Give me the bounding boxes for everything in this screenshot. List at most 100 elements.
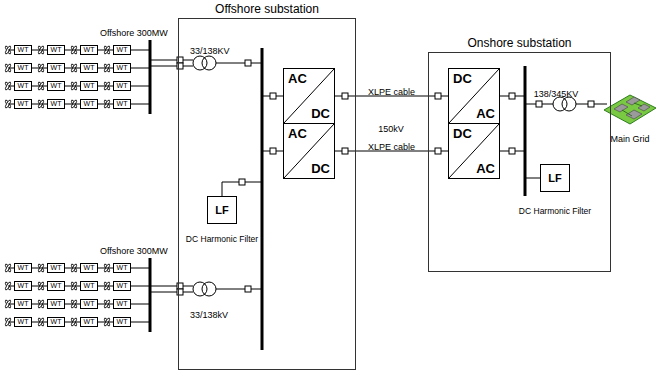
turbine-label: WT	[18, 264, 29, 272]
breaker-symbol	[245, 60, 251, 66]
turbine-label: WT	[84, 100, 95, 108]
array-cable	[98, 68, 113, 69]
transformer-symbol	[553, 97, 567, 111]
transformer-rating: 138/345KV	[534, 89, 579, 99]
turbine-box: WT	[80, 263, 98, 273]
array-cable	[32, 304, 47, 305]
turbine-box: WT	[80, 281, 98, 291]
label-holder: Offshore 300MW	[100, 240, 168, 258]
filter-box: LF	[540, 164, 570, 192]
grid-block	[614, 104, 628, 112]
turbine-label: WT	[117, 318, 128, 326]
turbine-box: WT	[113, 63, 131, 73]
feeder-line	[216, 289, 262, 290]
turbine-box: WT	[14, 299, 32, 309]
turbine-label: WT	[51, 46, 62, 54]
array-cable	[98, 104, 113, 105]
turbine-label: WT	[51, 100, 62, 108]
converter-diagonal-line	[449, 124, 499, 178]
breaker-symbol	[342, 93, 348, 99]
array-cable	[65, 50, 80, 51]
filter-caption: DC Harmonic Filter	[186, 234, 258, 244]
grid-trace	[622, 110, 632, 116]
turbine-box: WT	[47, 317, 65, 327]
turbine-label: WT	[18, 46, 29, 54]
turbine-box: WT	[80, 81, 98, 91]
row-feeder	[131, 50, 150, 51]
grid-block	[626, 97, 640, 105]
turbine-label: WT	[18, 300, 29, 308]
substation-box: DCACDCACLFOnshore substation	[428, 52, 611, 272]
label-holder: XLPE cable	[368, 81, 415, 99]
turbine-box: WT	[47, 45, 65, 55]
array-cable	[32, 268, 47, 269]
feeder-line	[150, 60, 193, 61]
label-holder: Offshore 300MW	[100, 22, 168, 40]
cable-label: XLPE cable	[368, 142, 415, 152]
breaker-symbol	[245, 286, 251, 292]
row-feeder	[131, 304, 150, 305]
turbine-box: WT	[47, 281, 65, 291]
substation-bus	[261, 48, 264, 350]
turbine-label: WT	[51, 264, 62, 272]
transformer-symbol	[202, 282, 216, 296]
turbine-box: WT	[14, 45, 32, 55]
breaker-symbol	[239, 179, 245, 185]
turbine-box: WT	[113, 263, 131, 273]
transformer-rating: 33/138kV	[190, 310, 228, 320]
turbine-label: WT	[84, 318, 95, 326]
grid-label: Main Grid	[610, 134, 649, 144]
array-cable	[98, 304, 113, 305]
breaker-symbol	[270, 148, 276, 154]
array-cable	[65, 322, 80, 323]
label-holder: 150kV	[378, 118, 404, 136]
converter-label: DC	[311, 106, 330, 121]
label-holder: DC Harmonic Filter	[519, 200, 591, 218]
turbine-box: WT	[80, 45, 98, 55]
breaker-symbol	[435, 148, 441, 154]
converter-label: AC	[288, 71, 307, 86]
array-cable	[98, 268, 113, 269]
main-grid-icon	[604, 95, 656, 124]
feeder-line	[150, 286, 193, 287]
array-cable	[65, 86, 80, 87]
turbine-label: WT	[84, 264, 95, 272]
turbine-box: WT	[14, 263, 32, 273]
converter-label: AC	[288, 126, 307, 141]
turbine-label: WT	[117, 300, 128, 308]
collector-bus	[149, 258, 152, 332]
converter-label: DC	[311, 161, 330, 176]
label-holder: Main Grid	[610, 128, 649, 146]
transformer-symbol	[193, 282, 207, 296]
voltage-label: 150kV	[378, 124, 404, 134]
farm-label: Offshore 300MW	[100, 28, 168, 38]
row-feeder	[131, 268, 150, 269]
converter-label: AC	[476, 106, 495, 121]
transformer-rating: 33/138KV	[190, 46, 230, 56]
array-cable	[32, 50, 47, 51]
turbine-box: WT	[113, 45, 131, 55]
breaker-symbol	[270, 93, 276, 99]
turbine-label: WT	[51, 64, 62, 72]
array-cable	[65, 104, 80, 105]
array-cable	[32, 86, 47, 87]
turbine-label: WT	[117, 46, 128, 54]
turbine-box: WT	[47, 263, 65, 273]
array-cable	[32, 68, 47, 69]
turbine-box: WT	[113, 99, 131, 109]
turbine-box: WT	[80, 99, 98, 109]
row-feeder	[131, 286, 150, 287]
breaker-symbol	[342, 148, 348, 154]
converter-label: DC	[453, 71, 472, 86]
turbine-box: WT	[47, 299, 65, 309]
row-feeder	[131, 104, 150, 105]
transformer-symbol	[562, 97, 576, 111]
breaker-symbol	[435, 93, 441, 99]
turbine-box: WT	[47, 99, 65, 109]
transformer-symbol	[193, 56, 207, 70]
row-feeder	[131, 86, 150, 87]
substation-bus	[524, 66, 527, 196]
array-cable	[98, 286, 113, 287]
converter-diagonal-line	[284, 124, 334, 178]
